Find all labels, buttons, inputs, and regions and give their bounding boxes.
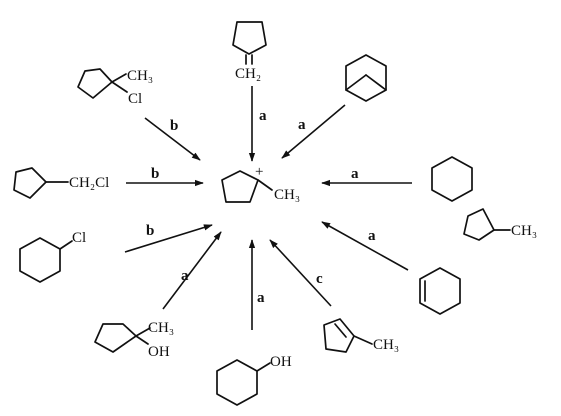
product-plus-sign: + (255, 164, 263, 180)
reactant-cyclohexane (431, 156, 473, 202)
reactant-bicyclohexane (345, 54, 387, 102)
condition-bottom-right: c (316, 271, 323, 287)
condition-lower-right: a (368, 228, 376, 244)
arrow-upper-left (144, 117, 201, 161)
arrow-bottom-left (162, 231, 222, 310)
methylcyclopentanol-oh-label: OH (148, 344, 170, 360)
methylcyclopentane-methyl-label: CH₃ (511, 223, 537, 239)
tertiary-chloride-methyl-label: CH₃ (127, 68, 153, 84)
methylene-label: CH₂ (235, 66, 261, 82)
tertiary-chloride-cl-label: Cl (128, 91, 142, 107)
reactant-cyclopentylmethyl-chloride: CH₂Cl (13, 167, 109, 199)
condition-right: a (351, 166, 359, 182)
reactant-1-methylcyclopentanol: CH₃ OH (94, 320, 174, 360)
arrow-bottom-right (269, 239, 332, 307)
reactant-methylcyclopentane: CH₃ (463, 208, 537, 241)
reactant-cyclohexene (419, 267, 461, 315)
condition-upper-right: a (298, 117, 306, 133)
product-methylcyclopentyl-cation: + CH₃ (221, 164, 300, 203)
condition-bottom: a (257, 290, 265, 306)
reactant-cyclohexanol: OH (216, 354, 292, 406)
methylcyclopentanol-methyl-label: CH₃ (148, 320, 174, 336)
arrow-lower-left (124, 224, 213, 253)
reactant-1-chloro-1-methylcyclopentane: CH₃ Cl (77, 68, 153, 107)
condition-lower-left: b (146, 223, 154, 239)
condition-upper-left: b (170, 118, 178, 134)
reactant-1-methylcyclopentene: CH₃ (323, 318, 399, 353)
reactant-cyclohexyl-chloride: Cl (19, 230, 86, 283)
cyclohexyl-cl-label: Cl (72, 230, 86, 246)
product-methyl-label: CH₃ (274, 187, 300, 203)
condition-left: b (151, 166, 159, 182)
arrow-lower-right (321, 221, 409, 271)
chloromethyl-label: CH₂Cl (69, 175, 109, 191)
methylcyclopentene-methyl-label: CH₃ (373, 337, 399, 353)
reactant-methylenecyclopentane: CH₂ (232, 21, 267, 82)
condition-top: a (259, 108, 267, 124)
cyclohexanol-oh-label: OH (270, 354, 292, 370)
arrow-upper-right (281, 104, 346, 159)
condition-bottom-left: a (181, 268, 189, 284)
